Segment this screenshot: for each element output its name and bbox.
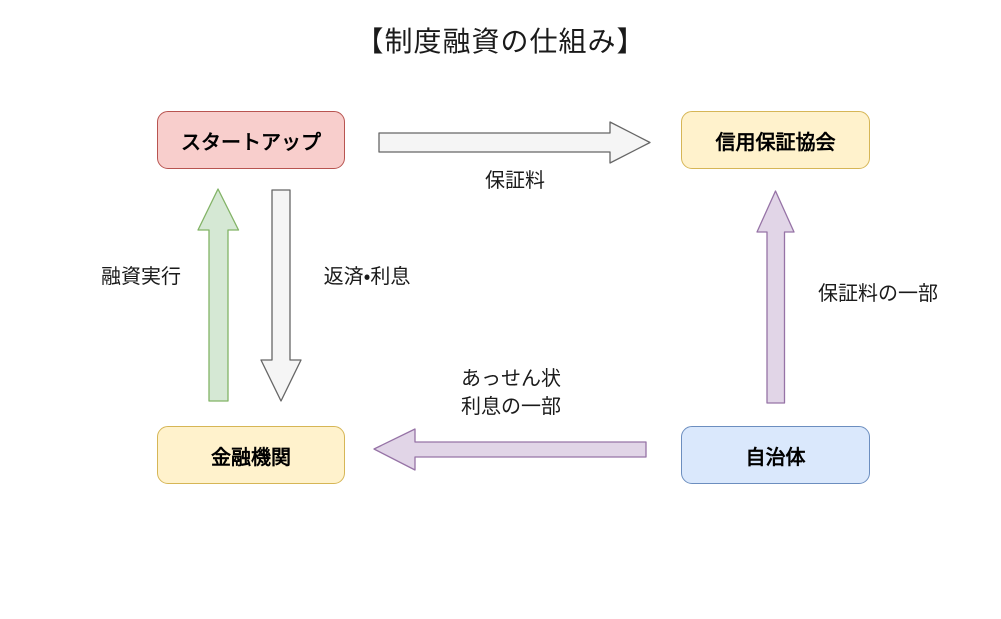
arrow-referral-icon — [373, 428, 647, 471]
edge-label-repayment-interest: 返済・利息 — [323, 266, 411, 288]
diagram-title: 【制度融資の仕組み】 — [355, 26, 646, 57]
arrow-guarantee-fee-icon — [378, 121, 651, 164]
edge-label-referral-line2: 利息の一部 — [461, 396, 561, 418]
arrow-loan-execution-icon — [197, 188, 240, 402]
node-financial-institution-label: 金融機関 — [211, 446, 291, 469]
node-local-government-label: 自治体 — [745, 446, 806, 469]
edge-label-loan-execution: 融資実行 — [101, 266, 181, 288]
node-startup: スタートアップ — [157, 111, 345, 169]
arrow-part-of-guarantee-fee-icon — [756, 190, 795, 404]
node-financial-institution: 金融機関 — [157, 426, 345, 484]
edge-label-referral-line1: あっせん状 — [461, 368, 561, 390]
node-local-government: 自治体 — [681, 426, 870, 484]
arrow-repayment-interest-icon — [260, 189, 302, 402]
edge-label-referral: あっせん状 利息の一部 — [421, 365, 601, 421]
node-credit-guarantee-association: 信用保証協会 — [681, 111, 870, 169]
edge-label-guarantee-fee: 保証料 — [485, 170, 545, 192]
edge-label-part-of-guarantee-fee: 保証料の一部 — [818, 283, 938, 305]
node-credit-guarantee-association-label: 信用保証協会 — [715, 131, 836, 154]
node-startup-label: スタートアップ — [181, 131, 321, 154]
